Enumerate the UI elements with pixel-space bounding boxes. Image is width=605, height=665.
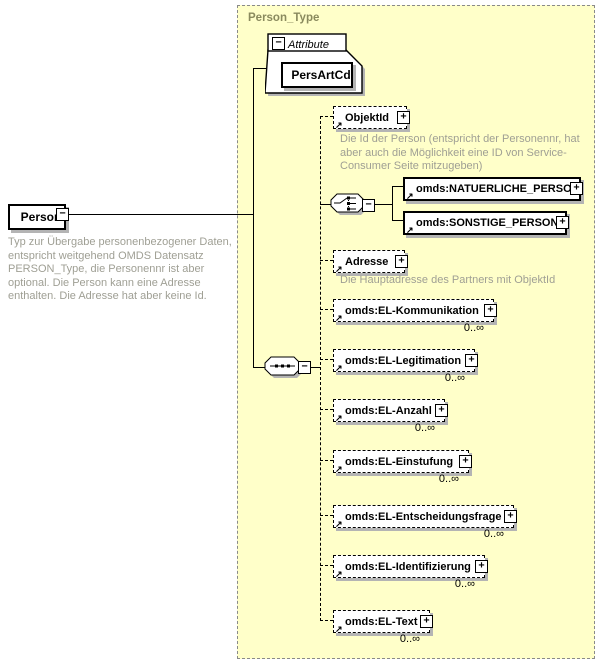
expand-button[interactable]: +: [570, 182, 583, 195]
element-sonstige-person[interactable]: ↗ omds:SONSTIGE_PERSON +: [403, 211, 569, 235]
element-label: omds:EL-Anzahl: [345, 404, 432, 417]
element-el-text[interactable]: ↗ omds:EL-Text +: [333, 610, 433, 634]
reference-arrow-icon: ↗: [335, 264, 343, 274]
connector-line: [320, 409, 333, 410]
element-label: omds:EL-Text: [345, 615, 418, 628]
element-el-entscheidungsfrage[interactable]: ↗ omds:EL-Entscheidungsfrage +: [333, 505, 517, 529]
expand-button[interactable]: +: [484, 303, 497, 317]
element-natuerliche-person[interactable]: ↗ omds:NATUERLICHE_PERSON +: [403, 177, 583, 201]
connector-line: [253, 68, 268, 69]
sequence-compositor-icon: [264, 356, 303, 378]
element-annotation: Die Hauptadresse des Partners mit Objekt…: [340, 274, 556, 286]
reference-arrow-icon: ↗: [406, 191, 414, 201]
expand-button[interactable]: +: [465, 353, 478, 367]
element-label: omds:EL-Legitimation: [345, 354, 462, 367]
reference-arrow-icon: ↗: [335, 569, 343, 579]
occurrence-label: 0..∞: [414, 422, 435, 434]
reference-arrow-icon: ↗: [406, 225, 414, 235]
connector-line: [320, 359, 333, 360]
attribute-persartcd[interactable]: PersArtCd: [281, 62, 353, 88]
occurrence-label: 0..∞: [463, 322, 484, 334]
reference-arrow-icon: ↗: [335, 624, 343, 634]
reference-arrow-icon: ↗: [335, 120, 343, 130]
choice-switch: [334, 197, 348, 204]
connector-line: [320, 515, 333, 516]
connector-line: [311, 367, 320, 368]
element-annotation: Die Id der Person (entspricht der Person…: [340, 133, 580, 172]
collapse-button[interactable]: −: [298, 361, 311, 374]
element-label: omds:NATUERLICHE_PERSON: [416, 183, 580, 195]
element-el-identifizierung[interactable]: ↗ omds:EL-Identifizierung +: [333, 555, 488, 579]
connector-line: [253, 367, 266, 368]
expand-button[interactable]: +: [459, 454, 472, 468]
connector-line: [68, 214, 253, 215]
connector-line: [253, 68, 254, 368]
element-annotation: Typ zur Übergabe personenbezogener Daten…: [8, 236, 232, 302]
connector-line: [320, 260, 333, 261]
reference-arrow-icon: ↗: [335, 413, 343, 423]
expand-button[interactable]: +: [556, 216, 569, 229]
element-label: omds:EL-Entscheidungsfrage: [345, 510, 502, 523]
element-el-legitimation[interactable]: ↗ omds:EL-Legitimation +: [333, 349, 478, 373]
connector-line: [320, 309, 333, 310]
collapse-button[interactable]: −: [362, 199, 375, 212]
attribute-tab: [267, 33, 347, 52]
connector-line: [392, 220, 403, 221]
person-type-container: Person_Type: [237, 5, 595, 659]
connector-line: [392, 186, 393, 221]
element-adresse[interactable]: ↗ Adresse +: [333, 250, 408, 274]
reference-arrow-icon: ↗: [335, 313, 343, 323]
connector-line: [320, 460, 333, 461]
element-label: Person: [20, 210, 62, 224]
reference-arrow-icon: ↗: [335, 464, 343, 474]
reference-arrow-icon: ↗: [335, 519, 343, 529]
attribute-section-label: Attribute: [288, 39, 329, 51]
occurrence-label: 0..∞: [399, 633, 420, 645]
connector-trunk-line: [320, 116, 321, 621]
connector-line: [320, 116, 333, 117]
element-label: omds:EL-Identifizierung: [345, 560, 471, 573]
expand-button[interactable]: +: [475, 559, 488, 573]
element-objektid[interactable]: ↗ ObjektId +: [333, 106, 410, 130]
connector-line: [320, 565, 333, 566]
element-el-einstufung[interactable]: ↗ omds:EL-Einstufung +: [333, 450, 472, 474]
container-title: Person_Type: [248, 12, 320, 24]
element-label: omds:EL-Einstufung: [345, 455, 454, 468]
element-el-anzahl[interactable]: ↗ omds:EL-Anzahl +: [333, 399, 448, 423]
reference-arrow-icon: ↗: [335, 363, 343, 373]
connector-line: [392, 186, 403, 187]
occurrence-label: 0..∞: [483, 528, 504, 540]
collapse-button[interactable]: −: [56, 208, 69, 221]
collapse-button[interactable]: −: [272, 37, 285, 50]
occurrence-label: 0..∞: [444, 372, 465, 384]
element-label: Adresse: [345, 255, 389, 268]
expand-button[interactable]: +: [395, 254, 408, 268]
element-label: ObjektId: [345, 111, 390, 124]
expand-button[interactable]: +: [397, 110, 410, 124]
element-label: omds:SONSTIGE_PERSON: [416, 217, 559, 229]
connector-line: [320, 204, 331, 205]
occurrence-label: 0..∞: [438, 473, 459, 485]
attribute-label: PersArtCd: [291, 68, 351, 82]
connector-line: [320, 620, 333, 621]
choice-compositor-icon: [330, 193, 367, 215]
occurrence-label: 0..∞: [454, 578, 475, 590]
expand-button[interactable]: +: [435, 403, 448, 417]
element-label: omds:EL-Kommunikation: [345, 304, 479, 317]
connector-line: [374, 204, 392, 205]
expand-button[interactable]: +: [504, 509, 517, 523]
element-el-kommunikation[interactable]: ↗ omds:EL-Kommunikation +: [333, 299, 497, 323]
expand-button[interactable]: +: [420, 614, 433, 628]
